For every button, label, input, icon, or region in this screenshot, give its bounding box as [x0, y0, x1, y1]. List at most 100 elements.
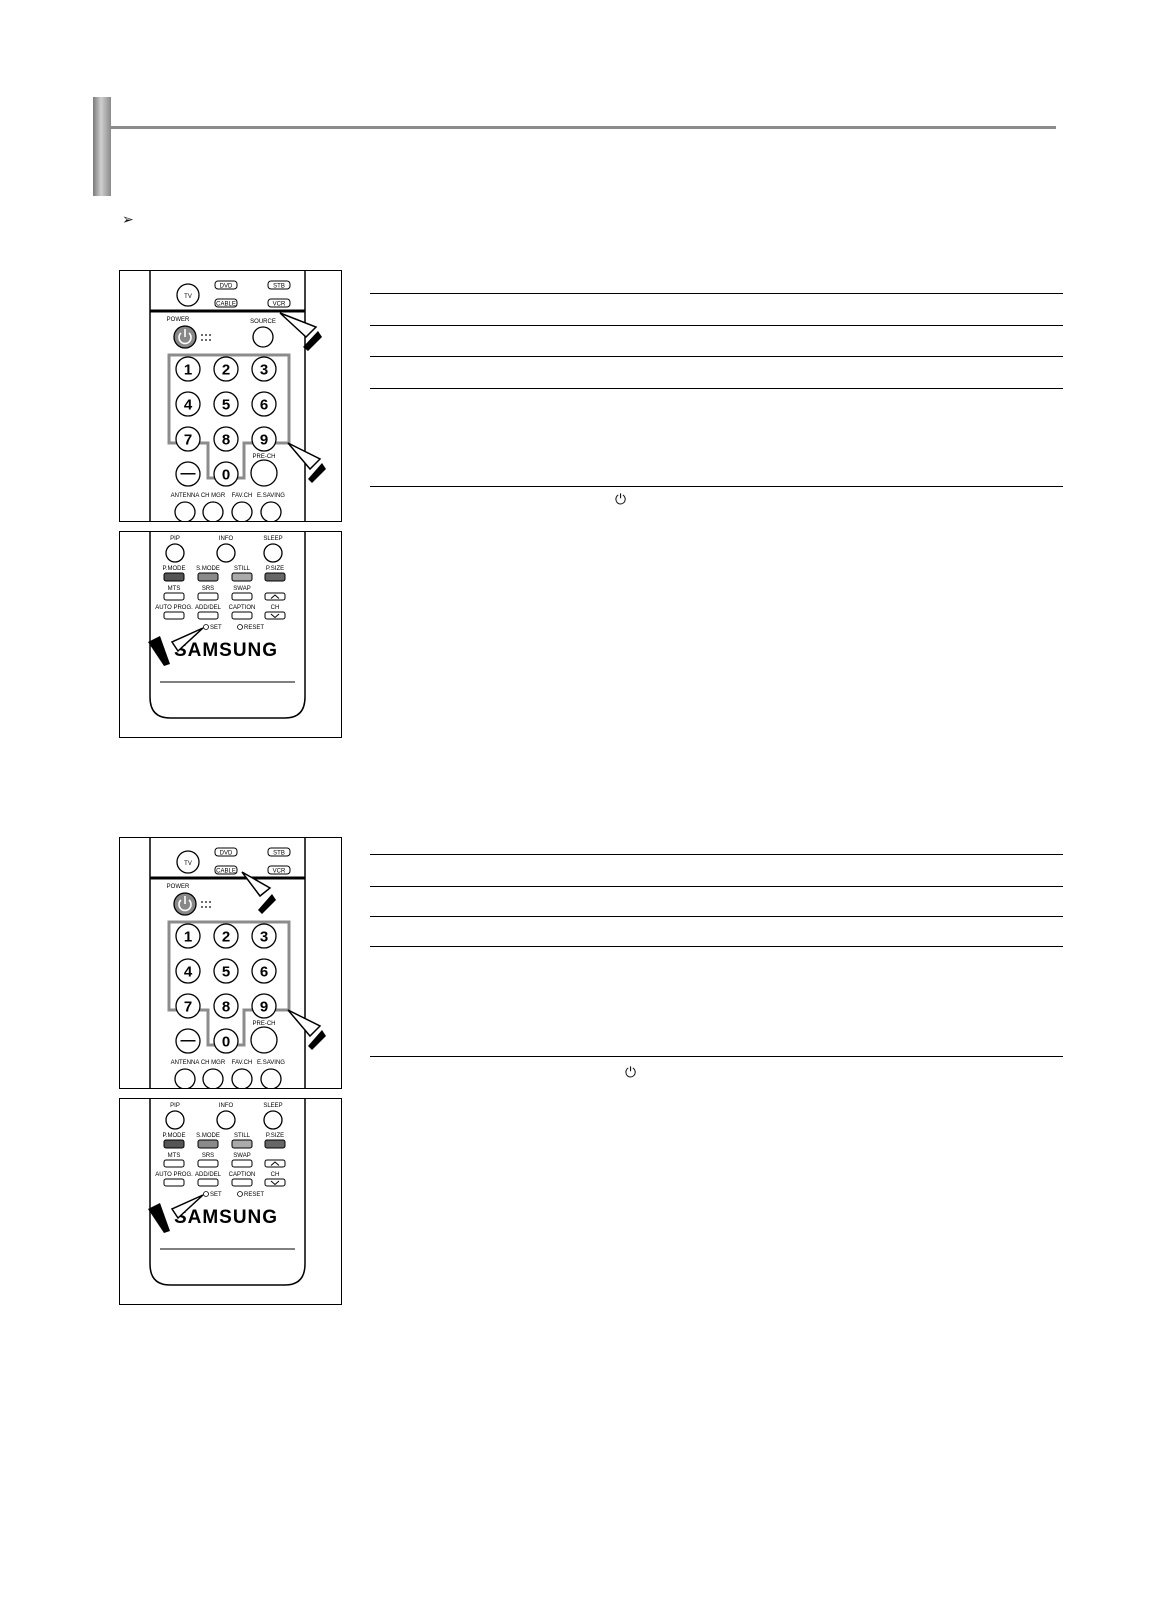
- dash-key-label: —: [181, 1032, 196, 1049]
- function-label: SLEEP: [263, 536, 282, 542]
- indicator-dot: [205, 906, 207, 908]
- number-key-label: 4: [184, 397, 193, 414]
- bottom-row-label: CH MGR: [201, 1060, 226, 1066]
- step-rule: [370, 946, 1063, 947]
- pointer-arrow-tail: [148, 636, 170, 666]
- indicator-dot: [209, 334, 211, 336]
- set-hole: [203, 624, 209, 630]
- pointer-arrow-icon: [287, 442, 322, 471]
- number-key: [213, 461, 239, 487]
- reset-label: RESET: [244, 1192, 264, 1198]
- number-key: [213, 1028, 239, 1054]
- indicator-dot: [201, 334, 203, 336]
- color-button: [264, 572, 286, 582]
- dash-key: [175, 461, 201, 487]
- function-button: [231, 1178, 253, 1187]
- function-label: STILL: [234, 566, 251, 572]
- number-key: [251, 356, 277, 382]
- tv-mode-button: [176, 283, 200, 307]
- indicator-dot: [205, 901, 207, 903]
- function-button: [197, 592, 219, 601]
- number-key: [251, 993, 277, 1019]
- pointer-arrow-tail: [303, 331, 322, 351]
- number-key: [213, 993, 239, 1019]
- pointer-arrow-icon: [241, 871, 272, 898]
- function-label: PIP: [170, 536, 180, 542]
- dash-key: [175, 1028, 201, 1054]
- set-label: SET: [210, 625, 222, 631]
- note-arrow-icon: ➢: [122, 211, 134, 227]
- number-key: [213, 923, 239, 949]
- number-key-label: 3: [260, 929, 268, 946]
- number-key: [251, 426, 277, 452]
- mode-button: [267, 280, 291, 290]
- reset-hole: [237, 624, 243, 630]
- function-button: [163, 611, 185, 620]
- chevron-down-icon: [270, 613, 280, 619]
- function-button: [231, 592, 253, 601]
- prech-button: [250, 459, 278, 487]
- power-label: POWER: [167, 884, 190, 890]
- function-button: [216, 1110, 236, 1130]
- mode-button-label: DVD: [220, 851, 233, 857]
- number-key-label: 2: [222, 929, 230, 946]
- mode-button: [214, 865, 238, 875]
- chevron-up-icon: [270, 1161, 280, 1166]
- function-label: CAPTION: [229, 605, 256, 611]
- number-key: [251, 958, 277, 984]
- function-label: AUTO PROG.: [155, 605, 193, 611]
- set-hole: [203, 1191, 209, 1197]
- function-label: INFO: [219, 1103, 234, 1109]
- indicator-dot: [209, 901, 211, 903]
- bottom-row-label: E.SAVING: [257, 1060, 285, 1066]
- pointer-arrow-tail: [148, 1203, 170, 1233]
- pointer-arrow-icon: [287, 1009, 322, 1038]
- function-button: [165, 1110, 185, 1130]
- source-button: [252, 326, 274, 348]
- function-label: PIP: [170, 1103, 180, 1109]
- step-rule: [370, 388, 1063, 389]
- step-rule: [370, 1056, 1063, 1057]
- number-key-label: 3: [260, 362, 268, 379]
- bottom-row-label: FAV.CH: [232, 493, 253, 499]
- pointer-arrow-tail: [308, 463, 326, 483]
- number-key: [213, 356, 239, 382]
- mode-button: [214, 847, 238, 857]
- channel-up-button: [264, 1159, 286, 1168]
- function-button: [165, 543, 185, 563]
- instruction-steps-2: ⏻: [370, 852, 1063, 1082]
- function-label: CAPTION: [229, 1172, 256, 1178]
- function-button: [197, 1159, 219, 1168]
- number-key-label: 9: [260, 432, 268, 449]
- function-button: [231, 1159, 253, 1168]
- power-label: POWER: [167, 317, 190, 323]
- samsung-logo-text: SAMSUNG: [174, 640, 278, 661]
- chevron-up-icon: [270, 594, 280, 599]
- function-label: STILL: [234, 1133, 251, 1139]
- step-rule: [370, 325, 1063, 326]
- function-button: [263, 1110, 283, 1130]
- number-key: [175, 426, 201, 452]
- function-button: [216, 543, 236, 563]
- color-button: [231, 1139, 253, 1149]
- color-button: [163, 1139, 185, 1149]
- function-label: SLEEP: [263, 1103, 282, 1109]
- bottom-row-label: ANTENNA: [171, 493, 200, 499]
- chevron-down-icon: [270, 1180, 280, 1186]
- set-label: SET: [210, 1192, 222, 1198]
- number-key: [175, 993, 201, 1019]
- tv-label: TV: [184, 861, 192, 867]
- mode-button-label: STB: [273, 284, 285, 290]
- mode-button-label: STB: [273, 851, 285, 857]
- function-label: S.MODE: [196, 566, 220, 572]
- channel-up-button: [264, 592, 286, 601]
- prech-button: [250, 1026, 278, 1054]
- function-label: SWAP: [233, 586, 250, 592]
- number-key: [251, 923, 277, 949]
